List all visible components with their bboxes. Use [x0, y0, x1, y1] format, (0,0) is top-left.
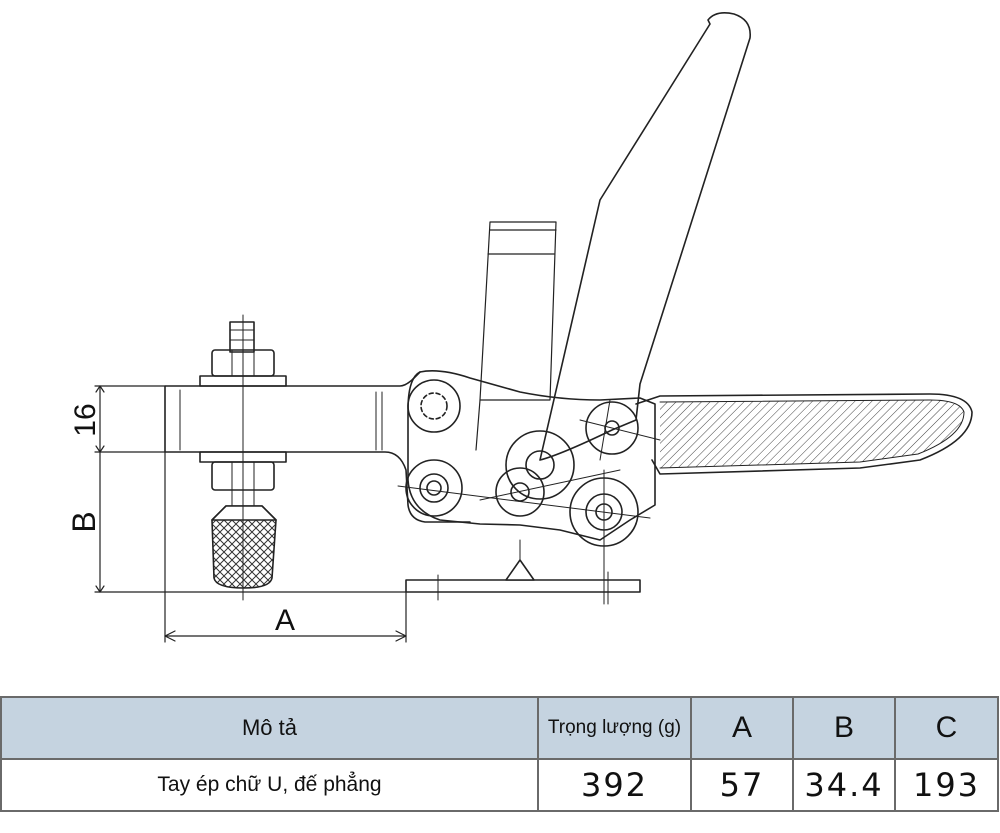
table-row: Tay ép chữ U, đế phẳng 392 57 34.4 193: [0, 758, 999, 812]
table-header-row: Mô tả Trọng lượng (g) A B C: [0, 696, 999, 760]
cell-weight: 392: [537, 758, 692, 812]
cell-description: Tay ép chữ U, đế phẳng: [0, 758, 539, 812]
cell-b: 34.4: [792, 758, 896, 812]
cell-c: 193: [894, 758, 999, 812]
dimension-b: [94, 451, 407, 593]
base-plate: [405, 539, 641, 605]
clamp-technical-drawing: 16 B A: [66, 12, 973, 643]
dimension-label-a: A: [275, 604, 295, 637]
dimension-16: [94, 385, 166, 453]
header-description: Mô tả: [0, 696, 539, 760]
cell-a: 57: [690, 758, 794, 812]
linkage-body: [405, 370, 656, 547]
header-weight: Trọng lượng (g): [537, 696, 692, 760]
specification-table: Mô tả Trọng lượng (g) A B C Tay ép chữ U…: [0, 696, 999, 812]
handle-raised: [539, 12, 751, 461]
header-a: A: [690, 696, 794, 760]
header-b: B: [792, 696, 896, 760]
rubber-spindle-tip: [211, 505, 277, 589]
handle-open-position: [475, 221, 557, 451]
header-c: C: [894, 696, 999, 760]
dimension-label-16: 16: [69, 403, 102, 436]
dimension-label-b: B: [66, 511, 102, 532]
dimension-a: [164, 451, 407, 643]
handle-horizontal: [635, 393, 973, 475]
clamp-arm: [164, 371, 471, 523]
center-lines: [397, 399, 661, 605]
